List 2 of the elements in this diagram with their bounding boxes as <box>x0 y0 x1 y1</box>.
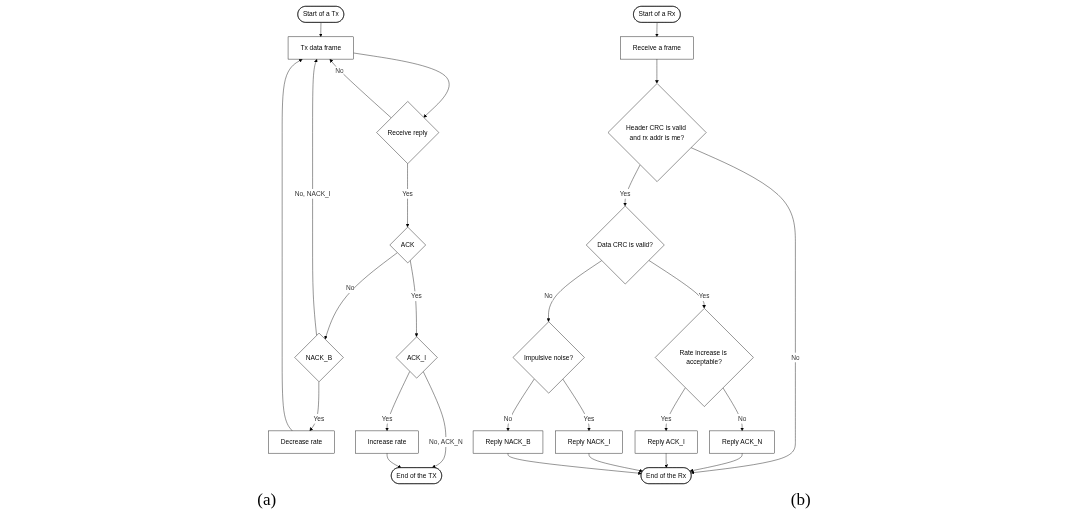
panel-label: (b) <box>790 490 811 511</box>
panel-label: (a) <box>257 490 277 511</box>
